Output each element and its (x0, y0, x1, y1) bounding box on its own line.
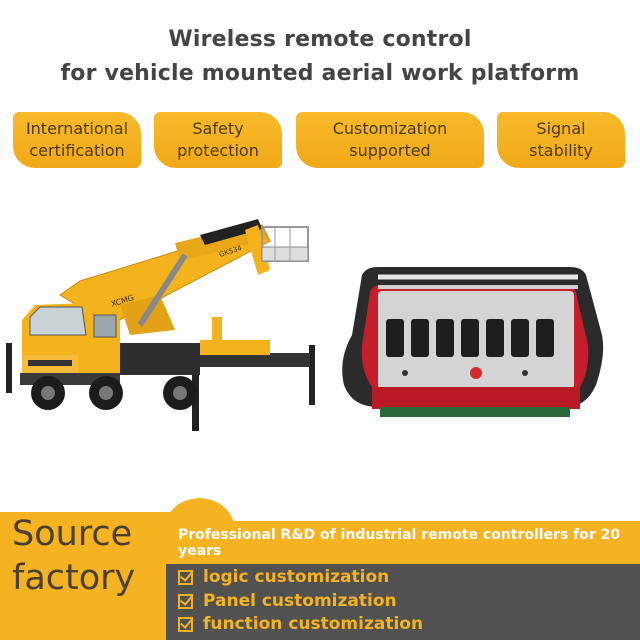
feature-label: function customization (203, 614, 424, 634)
source-line-1: Source (12, 514, 133, 554)
badge-line: protection (177, 141, 259, 160)
features-panel (166, 564, 640, 640)
tagline: Professional R&D of industrial remote co… (166, 521, 640, 564)
feature-item: logic customization (178, 567, 389, 587)
badge-customization: Customization supported (296, 112, 484, 168)
badge-line: stability (529, 141, 593, 160)
badge-certification: International certification (13, 112, 141, 168)
badge-line: supported (349, 141, 431, 160)
badge-line: Signal (536, 119, 586, 138)
checkbox-icon (178, 593, 193, 609)
title-line-1: Wireless remote control (168, 27, 472, 52)
source-factory-text: Source factory (12, 512, 135, 600)
badge-line: Customization (332, 119, 448, 138)
aerial-work-truck-image: XCMG GKS34 (6, 219, 315, 431)
source-factory-panel (0, 512, 180, 640)
remote-controller-image (342, 267, 604, 417)
badge-line: Safety (192, 119, 244, 138)
badge-line: International (25, 119, 129, 138)
checkbox-icon (178, 569, 193, 585)
source-line-2: factory (12, 558, 136, 598)
badge-safety: Safety protection (154, 112, 282, 168)
feature-label: logic customization (203, 567, 390, 587)
badge-line: certification (29, 141, 125, 160)
feature-label: Panel customization (203, 591, 397, 611)
feature-item: Panel customization (178, 591, 397, 611)
title-line-2: for vehicle mounted aerial work platform (60, 61, 580, 86)
feature-item: function customization (178, 614, 423, 634)
badge-signal: Signal stability (497, 112, 625, 168)
product-scene: XCMG GKS34 (6, 219, 604, 431)
checkbox-icon (178, 616, 193, 632)
